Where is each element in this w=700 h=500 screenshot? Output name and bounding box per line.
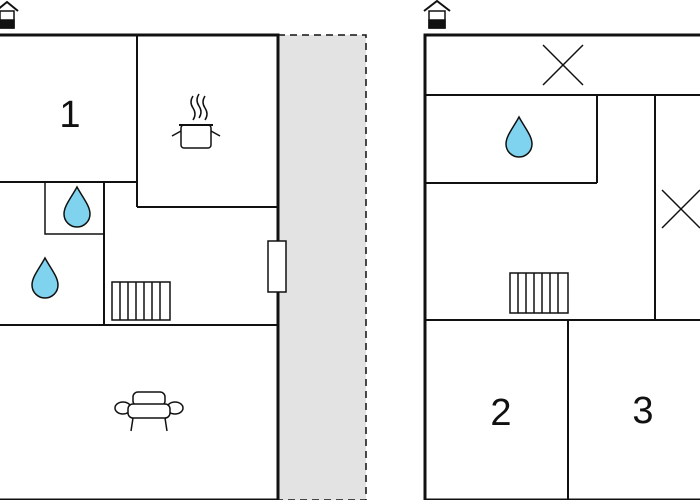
terrace-area: [277, 34, 367, 500]
armchair-icon: [114, 391, 184, 432]
cooking-pot-icon: [171, 93, 221, 149]
upper-floor-walls: [423, 33, 700, 500]
shower-cubicle: [44, 181, 105, 235]
house-icon: [423, 0, 451, 29]
water-drop-icon: [505, 115, 533, 158]
room-label-3: 3: [632, 390, 653, 432]
void-cross-icon: [542, 44, 584, 86]
water-drop-icon: [63, 185, 91, 228]
ground-floor-plan: 1: [0, 0, 367, 500]
void-cross-icon: [661, 189, 700, 229]
room-label-2: 2: [490, 392, 511, 434]
water-drop-icon: [31, 256, 59, 299]
door-icon: [267, 240, 287, 293]
house-icon: [0, 0, 19, 29]
radiator-icon: [111, 281, 171, 321]
radiator-icon: [509, 272, 569, 314]
room-label-1: 1: [59, 94, 80, 136]
upper-floor-plan: 2 3: [423, 0, 700, 500]
